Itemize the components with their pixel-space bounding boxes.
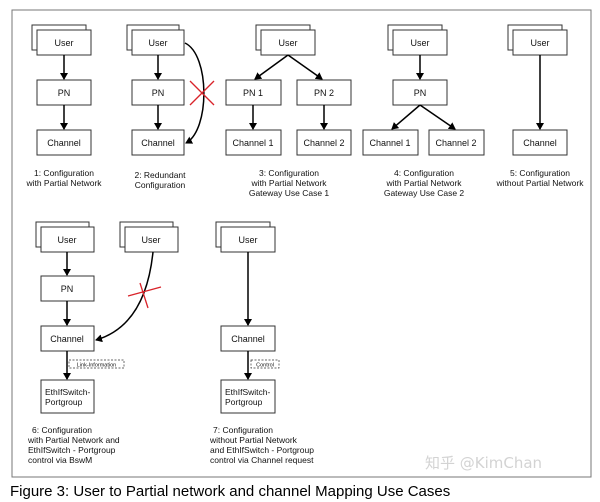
label: PN 1 [243,88,263,98]
label: Portgroup [225,397,263,407]
label: control via BswM [28,455,92,465]
label: PN [58,88,71,98]
label: Link-Information [77,363,116,369]
label: EthIfSwitch- [225,387,271,397]
label: Channel [231,334,265,344]
label: 3: Configuration [259,168,319,178]
label: 1: Configuration [34,168,94,178]
label: Control [256,363,274,369]
user2-box [124,226,179,253]
label: 7: Configuration [213,425,273,435]
case-4: User PN Channel 1 Channel 2 4: Configura… [362,24,485,198]
pn-box [36,79,92,106]
label: User [530,38,549,48]
user-label: User [54,38,73,48]
label: User [410,38,429,48]
label: control via Channel request [210,455,314,465]
pn-box [40,275,95,302]
label: 6: Configuration [32,425,92,435]
cross-icon [139,282,149,309]
label: Gateway Use Case 1 [249,188,330,198]
label: with Partial Network [385,178,462,188]
redundant-arrow [184,42,205,144]
frame [11,9,592,478]
channel-box [220,325,276,352]
label: with Partial Network and [27,435,120,445]
label: User [238,235,257,245]
label: with Partial Network [25,178,102,188]
pn2-box [296,79,352,106]
label: User [141,235,160,245]
channel1-box [225,129,282,156]
channel2-box [296,129,352,156]
label: Channel [523,138,557,148]
connector [419,104,456,130]
direct-arrow [95,251,154,343]
label: PN [414,88,427,98]
channel-box [131,129,185,156]
label: 4: Configuration [394,168,454,178]
label: and EthIfSwitch - Portgroup [210,445,314,455]
channel1-box [362,129,419,156]
user-box [512,29,568,56]
case-7: User Channel EthIfSwitch- Portgroup Cont… [209,221,314,465]
case-3: User PN 1 PN 2 Channel 1 Channel 2 3: Co… [225,24,352,198]
label: Gateway Use Case 2 [384,188,465,198]
case-2: User PN Channel 2: Redundant Configurati… [126,24,215,190]
label: 2: Redundant [134,170,186,180]
pn1-box [225,79,282,106]
label: EthIfSwitch - Portgroup [28,445,116,455]
label: Configuration [135,180,186,190]
label: PN [152,88,165,98]
pn-box [392,79,448,106]
ethifswitch-box [220,379,276,414]
label: Channel 1 [369,138,410,148]
label: Channel 1 [232,138,273,148]
label: 5: Configuration [510,168,570,178]
connector [391,104,421,130]
channel-box [36,129,92,156]
label: User [148,38,167,48]
user-box [131,29,185,56]
label: Channel [50,334,84,344]
control-tag [250,359,280,369]
case-5: User Channel 5: Configuration without Pa… [496,24,585,188]
connector [127,286,162,297]
case-6: User User PN Channel EthIfSwitch- Portgr… [27,221,179,465]
label: Channel [47,138,81,148]
connector [189,80,215,106]
label: Channel [141,138,175,148]
label: EthIfSwitch- [45,387,91,397]
label: User [278,38,297,48]
label: PN [61,284,74,294]
label: PN 2 [314,88,334,98]
label: Channel 2 [303,138,344,148]
label: Portgroup [45,397,83,407]
label: User [57,235,76,245]
user-box [220,226,276,253]
watermark: 知乎 @KimChan [425,454,543,472]
channel2-box [428,129,485,156]
label: without Partial Network [209,435,298,445]
label: with Partial Network [250,178,327,188]
connector [287,54,323,80]
ethifswitch-box [40,379,95,414]
case-1: User PN Channel 1: Configuration with Pa… [25,24,102,188]
connector [254,54,289,80]
label: without Partial Network [496,178,585,188]
figure-caption: Figure 3: User to Partial network and ch… [10,483,451,500]
label: Channel 2 [435,138,476,148]
channel-box [512,129,568,156]
link-information-tag [68,359,125,369]
user-box [392,29,448,56]
